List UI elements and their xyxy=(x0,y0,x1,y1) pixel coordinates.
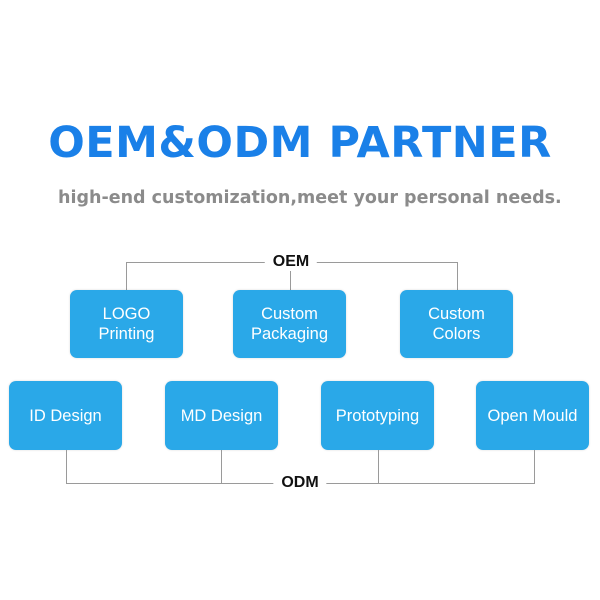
page-title: OEM&ODM PARTNER xyxy=(48,118,552,168)
odm-item-label: Open Mould xyxy=(487,406,578,425)
odm-item-id-design: ID Design xyxy=(9,381,122,450)
oem-item-line2: Printing xyxy=(98,325,155,343)
oem-label: OEM xyxy=(264,253,318,271)
odm-item-label: Prototyping xyxy=(335,406,420,425)
odm-connector-1 xyxy=(66,450,67,484)
odm-item-label: ID Design xyxy=(29,406,102,425)
odm-item-open-mould: Open Mould xyxy=(476,381,589,450)
odm-item-label: MD Design xyxy=(180,406,263,425)
oem-item-line1: Custom xyxy=(428,305,485,323)
odm-label: ODM xyxy=(273,474,327,492)
oem-connector-left xyxy=(126,262,127,290)
oem-item-line2: Packaging xyxy=(250,325,329,343)
oem-connector-right xyxy=(457,262,458,290)
oem-item-line1: LOGO xyxy=(102,305,151,323)
odm-item-prototyping: Prototyping xyxy=(321,381,434,450)
odm-connector-3 xyxy=(378,450,379,484)
oem-item-line2: Colors xyxy=(432,325,481,343)
odm-item-md-design: MD Design xyxy=(165,381,278,450)
odm-connector-4 xyxy=(534,450,535,484)
oem-item-logo-printing: LOGO Printing xyxy=(70,290,183,358)
odm-connector-2 xyxy=(221,450,222,484)
oem-connector-center xyxy=(290,262,291,290)
oem-item-line1: Custom xyxy=(261,305,318,323)
subtitle: high-end customization,meet your persona… xyxy=(58,188,562,208)
